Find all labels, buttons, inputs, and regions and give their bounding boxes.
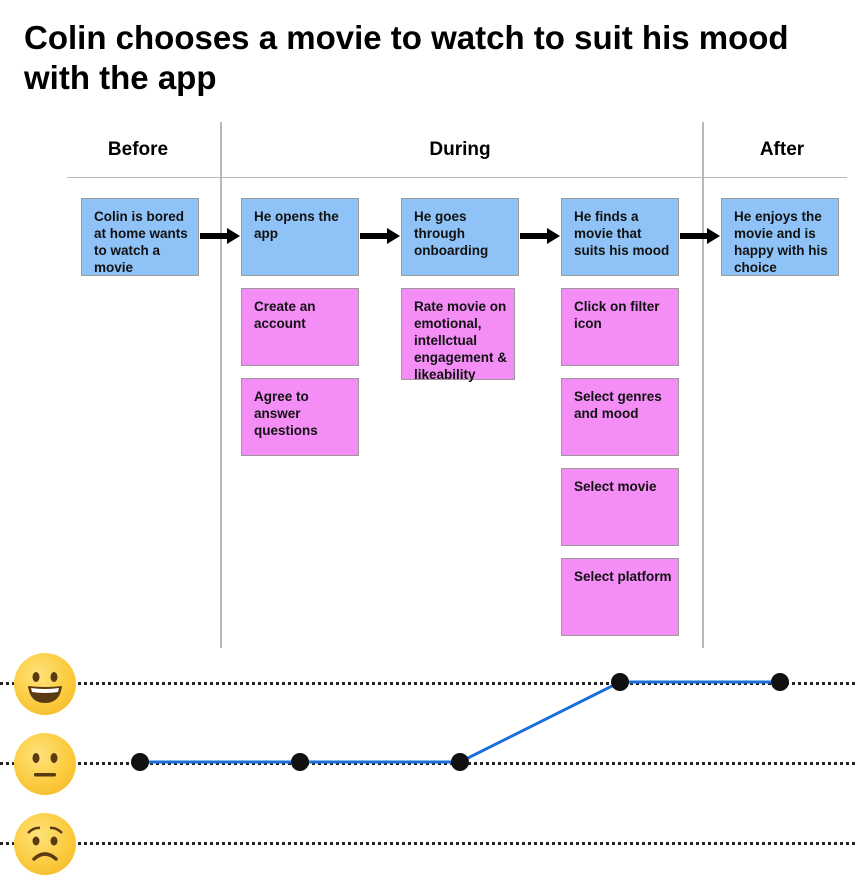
arrow-right-icon	[520, 228, 560, 244]
arrow-right-icon	[200, 228, 240, 244]
phase-after: After	[759, 139, 805, 160]
during-after-divider	[702, 122, 704, 648]
before-during-divider	[220, 122, 222, 648]
mood-point-2	[291, 753, 309, 771]
worried-face-icon	[14, 813, 76, 875]
action-card-filter-icon: Click on filter icon	[561, 288, 679, 366]
arrow-right-icon	[680, 228, 720, 244]
mood-line-worried	[0, 842, 855, 845]
action-card-create-account: Create an account	[241, 288, 359, 366]
action-card-select-genres: Select genres and mood	[561, 378, 679, 456]
step-card-finds-movie: He finds a movie that suits his mood	[561, 198, 679, 276]
phase-during: During	[429, 139, 491, 160]
step-card-bored: Colin is bored at home wants to watch a …	[81, 198, 199, 276]
mood-point-3	[451, 753, 469, 771]
action-card-select-platform: Select platform	[561, 558, 679, 636]
step-card-opens-app: He opens the app	[241, 198, 359, 276]
neutral-face-icon	[14, 733, 76, 795]
header-divider	[67, 177, 847, 178]
mood-point-4	[611, 673, 629, 691]
step-card-enjoys-movie: He enjoys the movie and is happy with hi…	[721, 198, 839, 276]
mood-point-1	[131, 753, 149, 771]
mood-journey-line	[140, 680, 780, 764]
mood-journey-chart	[131, 673, 789, 771]
mood-line-happy	[0, 682, 855, 685]
action-card-select-movie: Select movie	[561, 468, 679, 546]
page-title: Colin chooses a movie to watch to suit h…	[24, 19, 789, 96]
mood-point-5	[771, 673, 789, 691]
phase-before: Before	[107, 139, 169, 160]
happy-face-icon	[14, 653, 76, 715]
step-card-onboarding: He goes through onboarding	[401, 198, 519, 276]
arrow-right-icon	[360, 228, 400, 244]
action-card-agree-questions: Agree to answer questions	[241, 378, 359, 456]
action-card-rate-movie: Rate movie on emotional, intellctual eng…	[401, 288, 515, 382]
